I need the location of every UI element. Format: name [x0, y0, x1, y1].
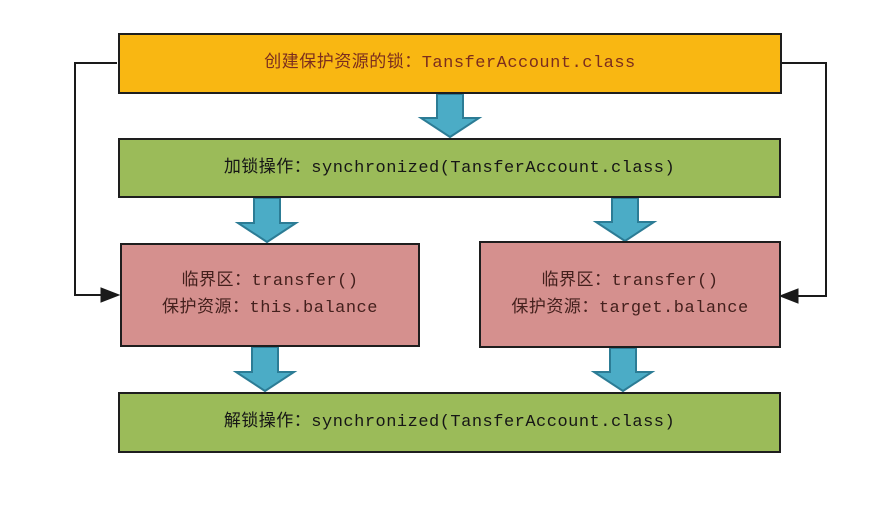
box-unlock-operation-label: 解锁操作：synchronized(TansferAccount.class): [223, 413, 676, 432]
critical-left-line1: 临界区：transfer(): [181, 272, 359, 291]
box-critical-section-this-balance: 临界区：transfer() 保护资源：this.balance: [120, 243, 420, 347]
flow-arrow-critical-left-to-unlock-icon: [232, 346, 298, 393]
flow-arrow-create-to-lock-icon: [417, 93, 483, 139]
flow-arrow-critical-right-to-unlock-icon: [590, 347, 656, 393]
critical-right-line1: 临界区：transfer(): [541, 271, 719, 291]
critical-left-line2: 保护资源：this.balance: [162, 299, 378, 318]
box-lock-operation-label: 加锁操作：synchronized(TansferAccount.class): [223, 158, 676, 178]
connector-right-line: [782, 62, 827, 297]
flow-arrow-lock-to-critical-right-icon: [592, 197, 658, 243]
connector-right-arrowhead-icon: [778, 288, 799, 304]
connector-left-line: [74, 62, 117, 296]
box-critical-section-target-balance: 临界区：transfer() 保护资源：target.balance: [479, 241, 781, 348]
box-lock-operation: 加锁操作：synchronized(TansferAccount.class): [118, 138, 781, 198]
box-unlock-operation: 解锁操作：synchronized(TansferAccount.class): [118, 392, 781, 453]
box-create-lock: 创建保护资源的锁：TansferAccount.class: [118, 33, 782, 94]
flow-arrow-lock-to-critical-left-icon: [234, 197, 300, 244]
box-create-lock-label: 创建保护资源的锁：TansferAccount.class: [264, 54, 636, 73]
critical-right-line2: 保护资源：target.balance: [511, 298, 749, 318]
connector-left-arrowhead-icon: [100, 287, 121, 303]
